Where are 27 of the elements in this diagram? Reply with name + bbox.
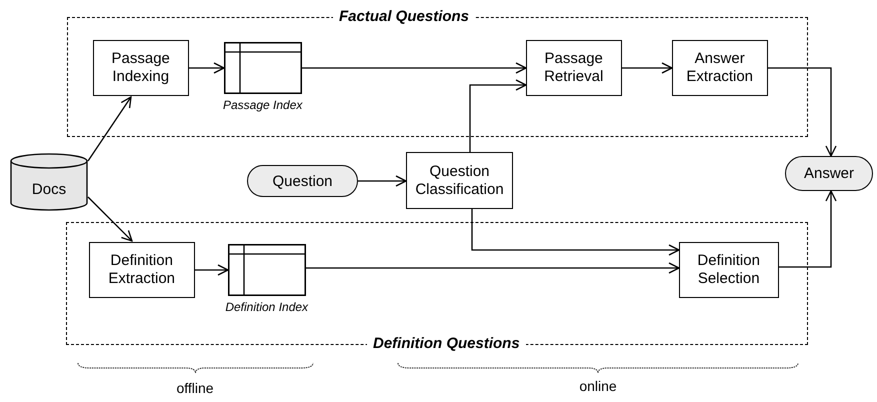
process-box: Passage Indexing: [92, 40, 189, 96]
phase-label: online: [579, 378, 617, 394]
arrow: [469, 79, 527, 152]
table-caption: Definition Index: [224, 300, 310, 314]
terminal-pill: Answer: [785, 156, 873, 191]
terminal-pill: Question: [247, 165, 358, 197]
table-caption: Passage Index: [222, 98, 304, 112]
process-box: Passage Retrieval: [526, 40, 622, 96]
group-title: Factual Questions: [333, 8, 476, 25]
arrow: [768, 67, 837, 157]
arrow: [88, 196, 133, 242]
arrow: [195, 264, 229, 276]
arrow: [302, 62, 527, 74]
arrow: [87, 96, 132, 162]
arrow: [471, 209, 680, 256]
arrow: [358, 175, 407, 187]
group-title: Definition Questions: [367, 335, 526, 352]
process-box: Definition Extraction: [88, 242, 195, 298]
arrow: [306, 262, 680, 274]
process-box: Answer Extraction: [672, 40, 768, 96]
process-box: Question Classification: [406, 152, 513, 209]
process-box: Definition Selection: [678, 242, 779, 298]
arrow: [189, 62, 225, 74]
phase-label: offline: [176, 380, 214, 396]
node-label: Docs: [32, 180, 66, 198]
arrow: [779, 190, 837, 268]
arrow: [622, 62, 673, 74]
